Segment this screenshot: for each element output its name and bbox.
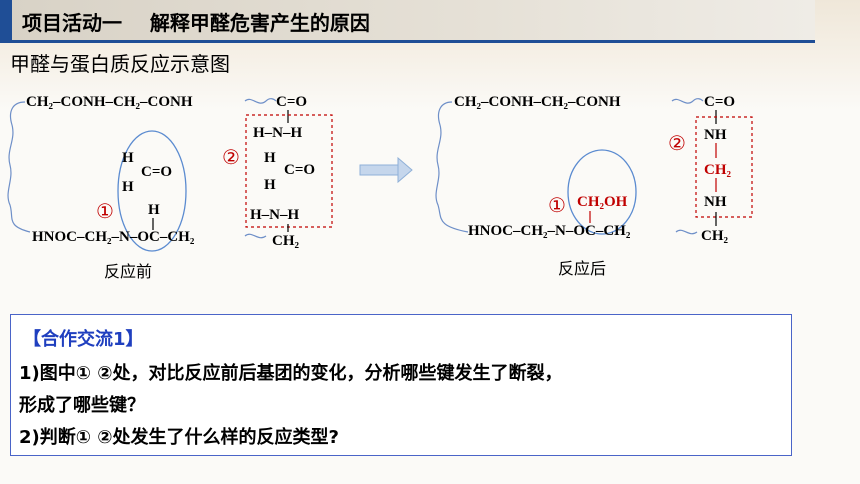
discussion-question-2: 2)判断① ②处发生了什么样的反应类型? bbox=[19, 427, 339, 448]
before-amine-right: H–N–H bbox=[253, 125, 303, 141]
discussion-question-1: 1)图中① ②处，对比反应前后基团的变化，分析哪些键发生了断裂， bbox=[19, 363, 563, 384]
caption-after: 反应后 bbox=[558, 259, 606, 278]
discussion-box: 【合作交流1】 1)图中① ②处，对比反应前后基团的变化，分析哪些键发生了断裂，… bbox=[10, 314, 792, 456]
after-ch2-right: CH₂ bbox=[701, 228, 729, 244]
title-bar: 项目活动一 解释甲醛危害产生的原因 bbox=[0, 0, 815, 43]
discussion-question-1-cont: 形成了哪些键？ bbox=[19, 395, 145, 416]
protein-backbone-curve-right bbox=[435, 101, 469, 233]
after-top-chain: CH₂–CONH–CH₂–CONH bbox=[454, 94, 621, 110]
before-formaldehyde2-h1: H bbox=[264, 150, 276, 166]
protein-wave-top-right bbox=[671, 98, 704, 104]
before-ch2-right: CH₂ bbox=[272, 233, 300, 249]
after-nh-lower: NH bbox=[704, 194, 727, 210]
before-formaldehyde-h2: H bbox=[122, 179, 134, 195]
after-carbonyl-top: C=O bbox=[704, 94, 735, 110]
after-ch2oh: CH₂OH bbox=[577, 194, 628, 210]
before-top-chain: CH₂–CONH–CH₂–CONH bbox=[26, 94, 193, 110]
caption-before: 反应前 bbox=[104, 262, 152, 281]
before-carbonyl-top: C=O bbox=[276, 94, 307, 110]
protein-wave-top-left bbox=[244, 98, 277, 104]
after-nh-upper: NH bbox=[704, 127, 727, 143]
page-title: 项目活动一 解释甲醛危害产生的原因 bbox=[22, 11, 370, 35]
marker-1-after: ① bbox=[548, 193, 566, 217]
protein-wave-bottom-left bbox=[244, 233, 267, 239]
before-formaldehyde-co: C=O bbox=[141, 164, 172, 180]
reaction-site-1-ellipse-after bbox=[567, 149, 637, 235]
before-formaldehyde2-co: C=O bbox=[284, 162, 315, 178]
reaction-site-1-ellipse bbox=[117, 130, 187, 252]
marker-1-before: ① bbox=[96, 199, 114, 223]
protein-backbone-curve-left bbox=[7, 101, 31, 233]
diagram-subtitle: 甲醛与蛋白质反应示意图 bbox=[10, 52, 230, 76]
right-arrow-icon bbox=[359, 156, 413, 184]
reaction-diagram: CH₂–CONH–CH₂–CONH C=O H–N–H H C=O H H–N–… bbox=[7, 94, 753, 281]
after-bottom-chain: HNOC–CH₂–N–OC–CH₂ bbox=[468, 223, 631, 239]
after-ch2-bridge: CH₂ bbox=[704, 162, 732, 178]
marker-2-before: ② bbox=[222, 145, 240, 169]
before-amine-lower: H–N–H bbox=[250, 207, 300, 223]
before-amine-h: H bbox=[148, 202, 160, 218]
before-formaldehyde-h1: H bbox=[122, 150, 134, 166]
reaction-site-2-box bbox=[245, 114, 333, 228]
discussion-title: 【合作交流1】 bbox=[23, 329, 144, 350]
title-accent-mark bbox=[0, 0, 12, 40]
before-bottom-chain: HNOC–CH₂–N–OC–CH₂ bbox=[32, 229, 195, 245]
protein-wave-bottom-right bbox=[675, 229, 698, 235]
before-formaldehyde2-h2: H bbox=[264, 177, 276, 193]
marker-2-after: ② bbox=[668, 131, 686, 155]
